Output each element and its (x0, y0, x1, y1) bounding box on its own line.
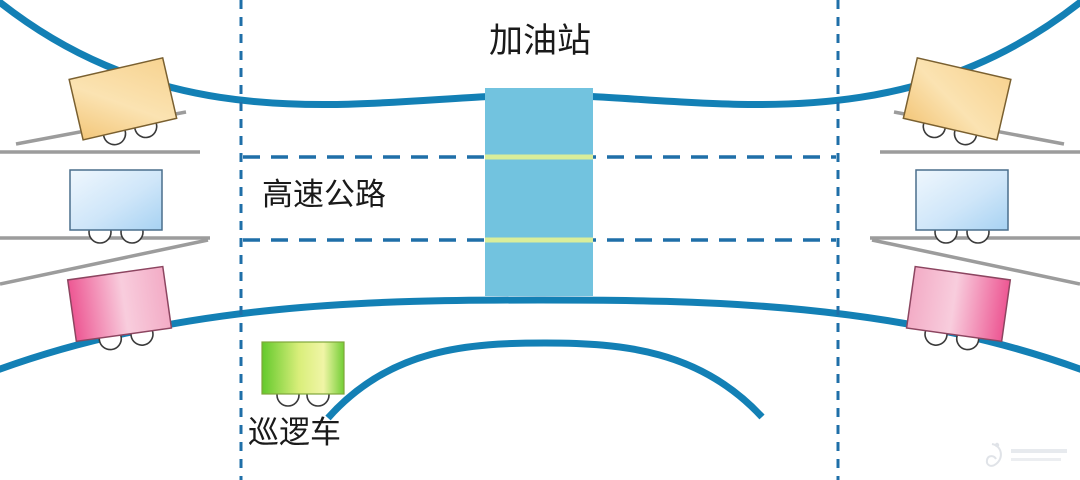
blue-truck-left[interactable] (69, 169, 163, 244)
truck-body[interactable] (66, 265, 173, 343)
highway-label: 高速公路 (262, 177, 386, 213)
orange-truck-left[interactable] (68, 56, 179, 152)
gas-station-label: 加油站 (489, 21, 591, 61)
patrol-car-body[interactable] (261, 341, 345, 395)
gas-station-rect[interactable] (485, 88, 593, 296)
bottom-road-curve (0, 296, 1080, 373)
truck-body[interactable] (915, 169, 1009, 231)
truck-body[interactable] (902, 56, 1012, 141)
bottom-inner-arc (325, 339, 765, 421)
ramp-right-lower-slope (871, 238, 1080, 286)
pink-truck-right[interactable] (905, 265, 1012, 355)
patrol-car-label: 巡逻车 (248, 415, 341, 451)
green-patrol-car[interactable] (261, 341, 345, 407)
ramp-left-lower-slope (0, 238, 209, 286)
truck-body[interactable] (68, 56, 178, 141)
truck-body[interactable] (905, 265, 1012, 343)
gas-station-block[interactable] (485, 88, 593, 296)
pink-truck-left[interactable] (66, 265, 174, 355)
blue-truck-right[interactable] (915, 169, 1009, 244)
orange-truck-right[interactable] (901, 56, 1012, 152)
truck-body[interactable] (69, 169, 163, 231)
site-watermark (985, 442, 1067, 467)
